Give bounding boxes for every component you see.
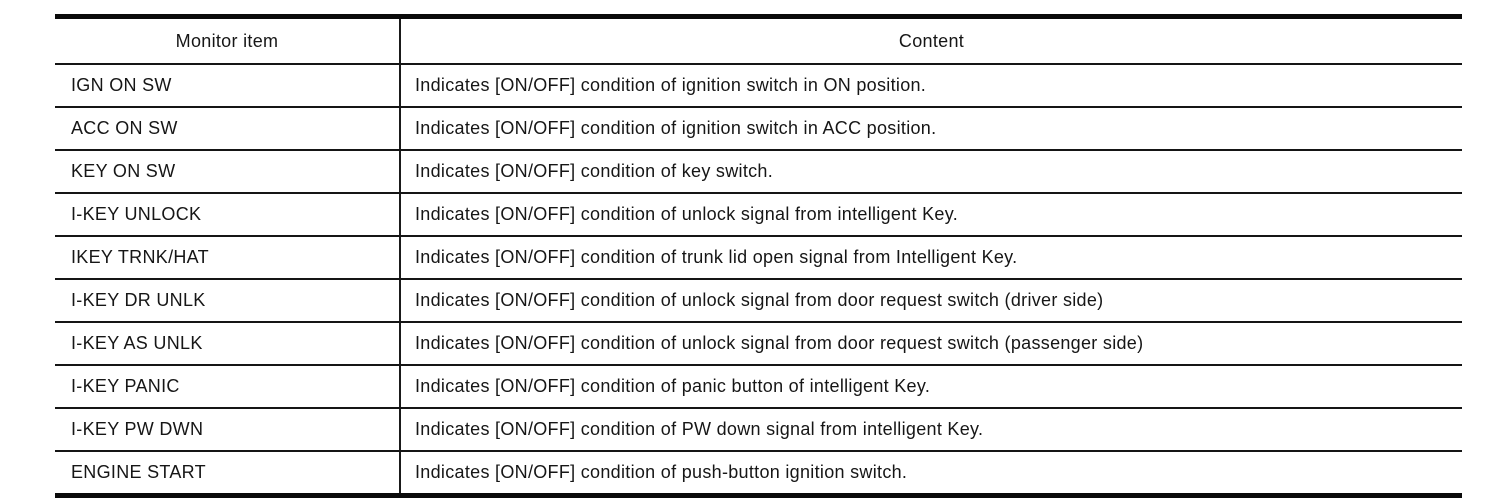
monitor-item-cell: I-KEY AS UNLK bbox=[55, 322, 401, 366]
monitor-item-cell: I-KEY PW DWN bbox=[55, 408, 401, 452]
monitor-item-cell: IKEY TRNK/HAT bbox=[55, 236, 401, 280]
monitor-item-cell: I-KEY DR UNLK bbox=[55, 279, 401, 323]
content-cell: Indicates [ON/OFF] condition of key swit… bbox=[400, 150, 1462, 194]
content-cell: Indicates [ON/OFF] condition of unlock s… bbox=[400, 322, 1462, 366]
monitor-item-cell: IGN ON SW bbox=[55, 64, 401, 108]
content-cell: Indicates [ON/OFF] condition of ignition… bbox=[400, 64, 1462, 108]
header-row: Monitor item Content bbox=[55, 16, 1462, 65]
column-header-content: Content bbox=[400, 16, 1462, 65]
column-header-monitor-item: Monitor item bbox=[55, 16, 401, 65]
content-cell: Indicates [ON/OFF] condition of panic bu… bbox=[400, 365, 1462, 409]
content-cell: Indicates [ON/OFF] condition of trunk li… bbox=[400, 236, 1462, 280]
monitor-item-cell: ENGINE START bbox=[55, 451, 401, 496]
monitor-item-cell: I-KEY UNLOCK bbox=[55, 193, 401, 237]
content-cell: Indicates [ON/OFF] condition of unlock s… bbox=[400, 279, 1462, 323]
content-cell: Indicates [ON/OFF] condition of unlock s… bbox=[400, 193, 1462, 237]
monitor-item-cell: I-KEY PANIC bbox=[55, 365, 401, 409]
content-cell: Indicates [ON/OFF] condition of ignition… bbox=[400, 107, 1462, 151]
monitor-item-cell: KEY ON SW bbox=[55, 150, 401, 194]
content-cell: Indicates [ON/OFF] condition of PW down … bbox=[400, 408, 1462, 452]
content-cell: Indicates [ON/OFF] condition of push-but… bbox=[400, 451, 1462, 496]
monitor-item-cell: ACC ON SW bbox=[55, 107, 401, 151]
